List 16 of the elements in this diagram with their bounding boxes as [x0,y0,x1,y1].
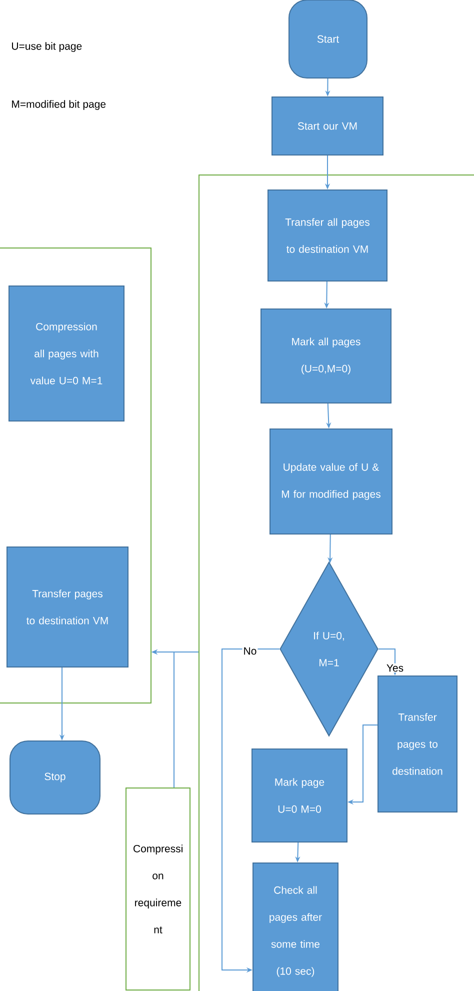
process-box: Transfer all pages to destination VM [268,190,388,282]
group-frame [0,248,152,704]
process-box: Check all pages after some time (10 sec) [252,862,338,991]
process-box: Transfer pages to destination VM [6,546,128,668]
edge-label: No [242,646,258,656]
process-box: Transfer pages to destination [378,676,458,812]
process-box: Update value of U & M for modified pages [270,428,392,534]
legend-text: M=modified bit page [12,100,106,110]
process-box: Mark all pages (U=0,M=0) [260,308,392,404]
edge-label: Yes [385,663,405,673]
legend-text: U=use bit page [12,42,82,52]
process-box: Mark page U=0 M=0 [252,748,348,842]
process-box: Start our VM [272,96,384,156]
group-frame [198,174,474,991]
note-box: Compressi on requireme nt [126,788,190,990]
process-box: Compression all pages with value U=0 M=1 [8,286,124,422]
